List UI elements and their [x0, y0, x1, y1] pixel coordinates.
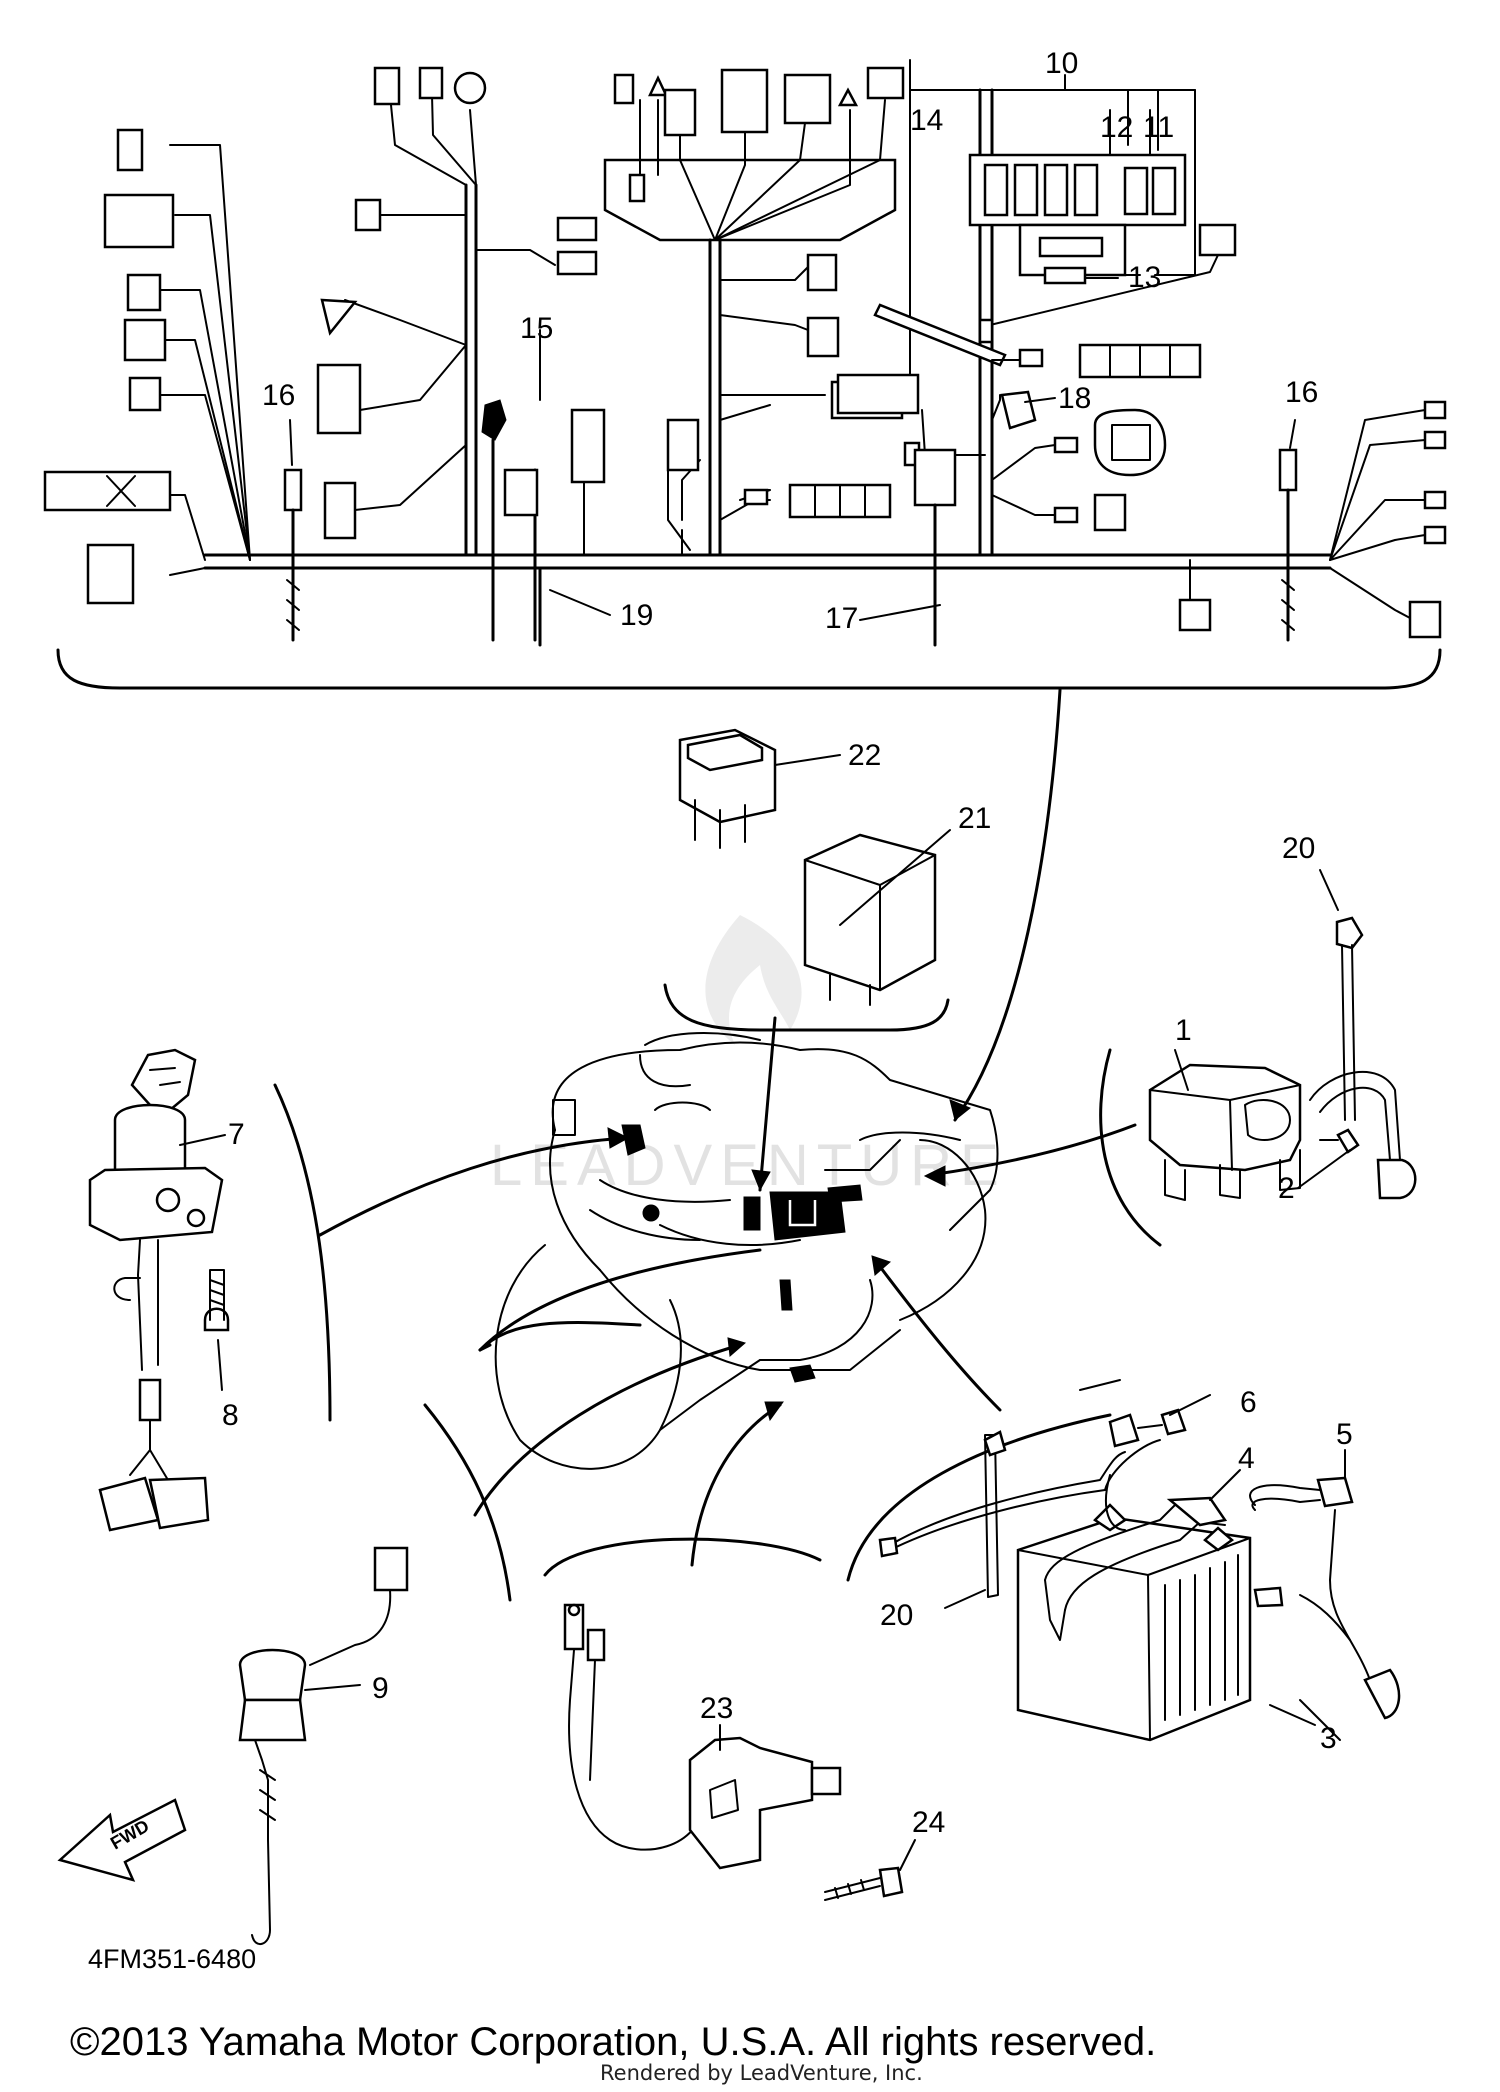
band-20-upper	[1335, 916, 1364, 1121]
callout-16-left: 16	[262, 379, 295, 412]
callout-24: 24	[912, 1806, 945, 1839]
sidestand-switch-assembly	[543, 1537, 842, 1870]
relay-bracket	[663, 983, 950, 1032]
callout-7: 7	[228, 1118, 245, 1151]
main-switch-assembly	[88, 1048, 224, 1532]
bracket-left	[273, 1083, 332, 1422]
callout-18: 18	[1058, 382, 1091, 415]
callout-12: 12	[1100, 111, 1133, 144]
callout-14: 14	[910, 104, 943, 137]
callout-20-lower: 20	[880, 1599, 913, 1632]
callout-19: 19	[620, 599, 653, 632]
bracket-neutral	[423, 1403, 512, 1602]
callout-leaders	[179, 74, 1351, 1871]
motorcycle-outline	[494, 1032, 999, 1470]
band-20-lower	[983, 1430, 1007, 1598]
main-wiring-harness	[43, 59, 1447, 690]
callout-16-right: 16	[1285, 376, 1318, 409]
battery-assembly	[846, 1408, 1401, 1742]
starter-lead	[1309, 1071, 1417, 1200]
bracket-relay	[1099, 1048, 1162, 1247]
callout-1: 1	[1175, 1014, 1192, 1047]
guide-line	[1079, 1379, 1121, 1391]
callout-labels: 1 2 3 4 5 6 7 8 9 10 11 12 13 14 15 16 1…	[222, 47, 1353, 1839]
callout-15: 15	[520, 312, 553, 345]
relay-assembly-21	[803, 833, 937, 1006]
callout-21: 21	[958, 802, 991, 835]
leader-3	[1299, 1699, 1341, 1741]
callout-22: 22	[848, 739, 881, 772]
callout-5: 5	[1336, 1418, 1353, 1451]
relay-assembly-22	[678, 728, 777, 849]
starter-relay-assembly	[1099, 1048, 1360, 1247]
callout-23: 23	[700, 1692, 733, 1725]
callout-2: 2	[1278, 1172, 1295, 1205]
fwd-arrow-icon: FWD	[57, 1798, 187, 1882]
callout-6: 6	[1240, 1386, 1257, 1419]
pointer-lines	[318, 688, 1137, 1567]
watermark-text: LEADVENTURE	[490, 1133, 1007, 1198]
screw-8	[203, 1269, 230, 1332]
callout-4: 4	[1238, 1442, 1255, 1475]
callout-17: 17	[825, 602, 858, 635]
callout-9: 9	[372, 1672, 389, 1705]
callout-10: 10	[1045, 47, 1078, 80]
callout-11: 11	[1143, 111, 1174, 144]
callout-20-upper: 20	[1282, 832, 1315, 865]
bracket-battery	[846, 1413, 1112, 1582]
rendered-by-note: Rendered by LeadVenture, Inc.	[600, 2061, 923, 2085]
callout-13: 13	[1128, 261, 1161, 294]
neutral-switch-assembly	[238, 1546, 409, 1945]
callout-8: 8	[222, 1399, 239, 1432]
screw-24	[824, 1866, 904, 1901]
bracket-sidestand	[543, 1537, 822, 1577]
callout-3: 3	[1320, 1722, 1337, 1755]
copyright-notice: ©2013 Yamaha Motor Corporation, U.S.A. A…	[70, 2020, 1156, 2064]
part-code: 4FM351-6480	[88, 1944, 256, 1974]
